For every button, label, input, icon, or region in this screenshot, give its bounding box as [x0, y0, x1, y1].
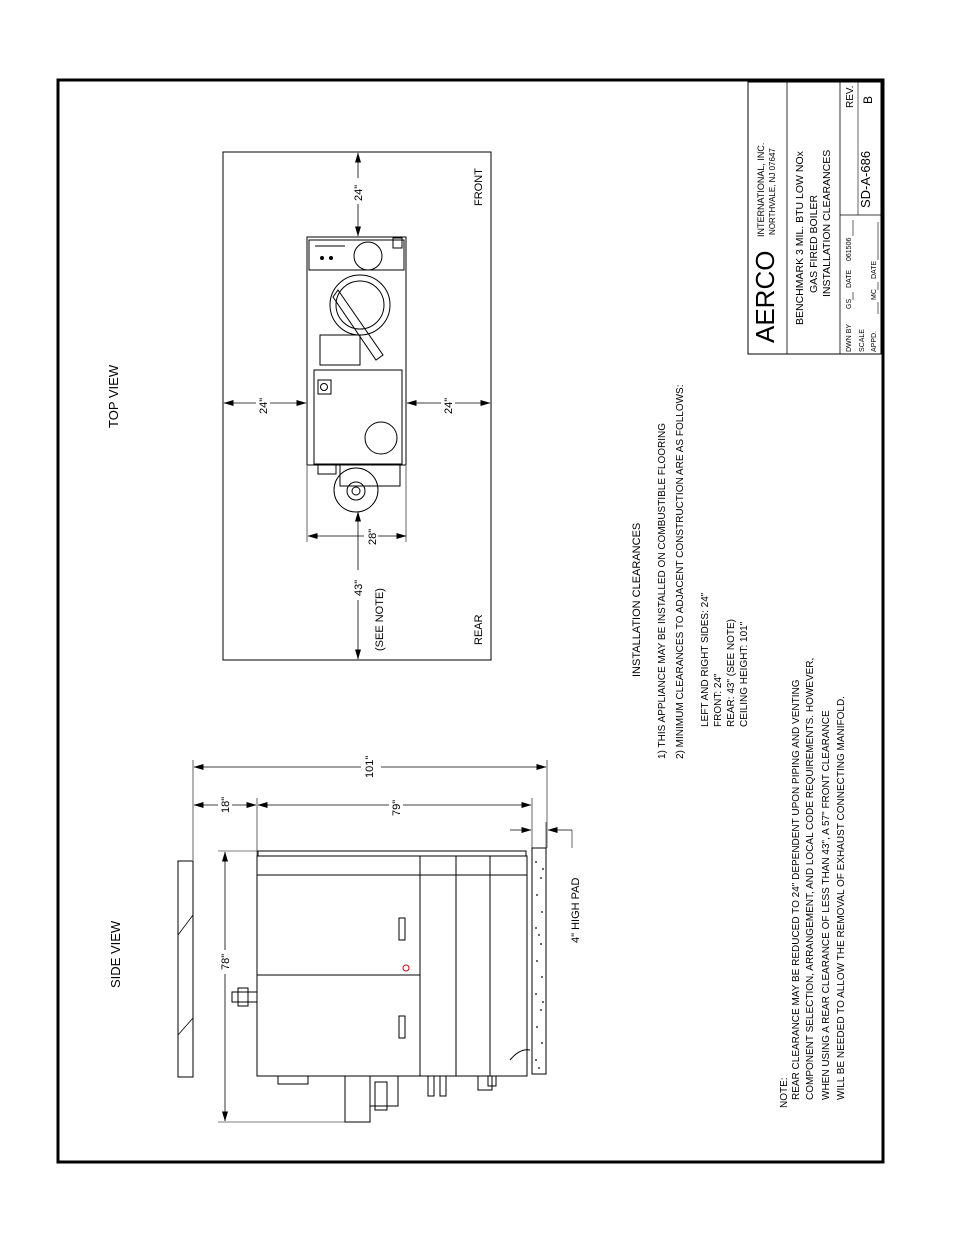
note-line: WHEN USING A REAR CLEARANCE OF LESS THAN… — [821, 710, 832, 1100]
dim-front-label: 24" — [353, 185, 365, 201]
boiler-side-outline — [231, 850, 531, 1123]
sheet-border — [56, 78, 885, 1164]
installation-clearances: INSTALLATION CLEARANCES 1) THIS APPLIANC… — [631, 384, 750, 759]
title-line-3: INSTALLATION CLEARANCES — [821, 150, 833, 297]
clearance-list-item: FRONT: 24" — [713, 673, 724, 727]
clearances-item-1: 1) THIS APPLIANCE MAY BE INSTALLED ON CO… — [657, 423, 668, 759]
drawing-number: SD-A-686 — [858, 151, 873, 208]
high-pad — [531, 847, 547, 1075]
dwn-by-value: GS — [846, 299, 853, 309]
dim-rear-label: 43" — [353, 580, 365, 596]
dwn-by-label: DWN BY — [846, 324, 853, 352]
company-name: INTERNATIONAL, INC. — [756, 143, 766, 237]
appd-value: MC — [871, 289, 878, 300]
pad-hatching — [535, 861, 544, 1069]
rev-label: REV. — [845, 86, 856, 108]
clearance-list-item: REAR: 43" (SEE NOTE) — [726, 619, 737, 727]
clearance-list-item: CEILING HEIGHT: 101" — [739, 621, 750, 727]
dim-rear-side-label: 18" — [220, 797, 232, 813]
side-view-title: SIDE VIEW — [108, 920, 123, 988]
dim-width-label: 28" — [367, 529, 379, 545]
dim-rear-note: (SEE NOTE) — [374, 588, 386, 651]
note-line: COMPONENT SELECTION, ARRANGEMENT, AND LO… — [805, 658, 816, 1100]
label-front: FRONT — [473, 168, 485, 206]
note-block: NOTE: REAR CLEARANCE MAY BE REDUCED TO 2… — [779, 658, 847, 1108]
company-logo: AERCO — [750, 251, 780, 343]
boiler-top-outline — [306, 236, 407, 513]
clearances-item-2: 2) MINIMUM CLEARANCES TO ADJACENT CONSTR… — [675, 384, 686, 759]
dim-height-label: 78" — [220, 954, 232, 970]
title-block: AERCO INTERNATIONAL, INC. NORTHVALE, NJ … — [747, 81, 882, 355]
date-label: DATE — [846, 270, 853, 288]
top-view: TOP VIEW — [106, 151, 492, 661]
date2-label: DATE — [871, 261, 878, 279]
side-view: SIDE VIEW — [108, 754, 582, 1123]
company-address: NORTHVALE, NJ 07647 — [768, 148, 777, 235]
dim-length-label: 79" — [391, 800, 403, 816]
note-label: NOTE: — [779, 1077, 790, 1108]
ceiling-plate — [177, 860, 194, 1078]
rev-value: B — [861, 96, 875, 104]
title-line-2: GAS FIRED BOILER — [808, 195, 820, 293]
dim-right-label: 24" — [443, 398, 455, 414]
dim-left-label: 24" — [258, 398, 270, 414]
dim-overall-label: 101" — [364, 756, 376, 778]
scale-label: SCALE — [859, 329, 866, 352]
pad-label: 4" HIGH PAD — [570, 878, 582, 943]
top-view-title: TOP VIEW — [106, 364, 121, 428]
appd-label: APPD. — [871, 331, 878, 352]
label-rear: REAR — [473, 614, 485, 645]
clearance-list-item: LEFT AND RIGHT SIDES: 24" — [700, 592, 711, 727]
note-line: REAR CLEARANCE MAY BE REDUCED TO 24" DEP… — [791, 679, 802, 1100]
note-line: WILL BE NEEDED TO ALLOW THE REMOVAL OF E… — [836, 696, 847, 1100]
top-view-room-outline — [222, 151, 492, 661]
title-line-1: BENCHMARK 3 MIL. BTU LOW NOx — [794, 150, 806, 325]
date-value: 061506 — [846, 238, 853, 261]
clearances-heading: INSTALLATION CLEARANCES — [631, 523, 643, 677]
